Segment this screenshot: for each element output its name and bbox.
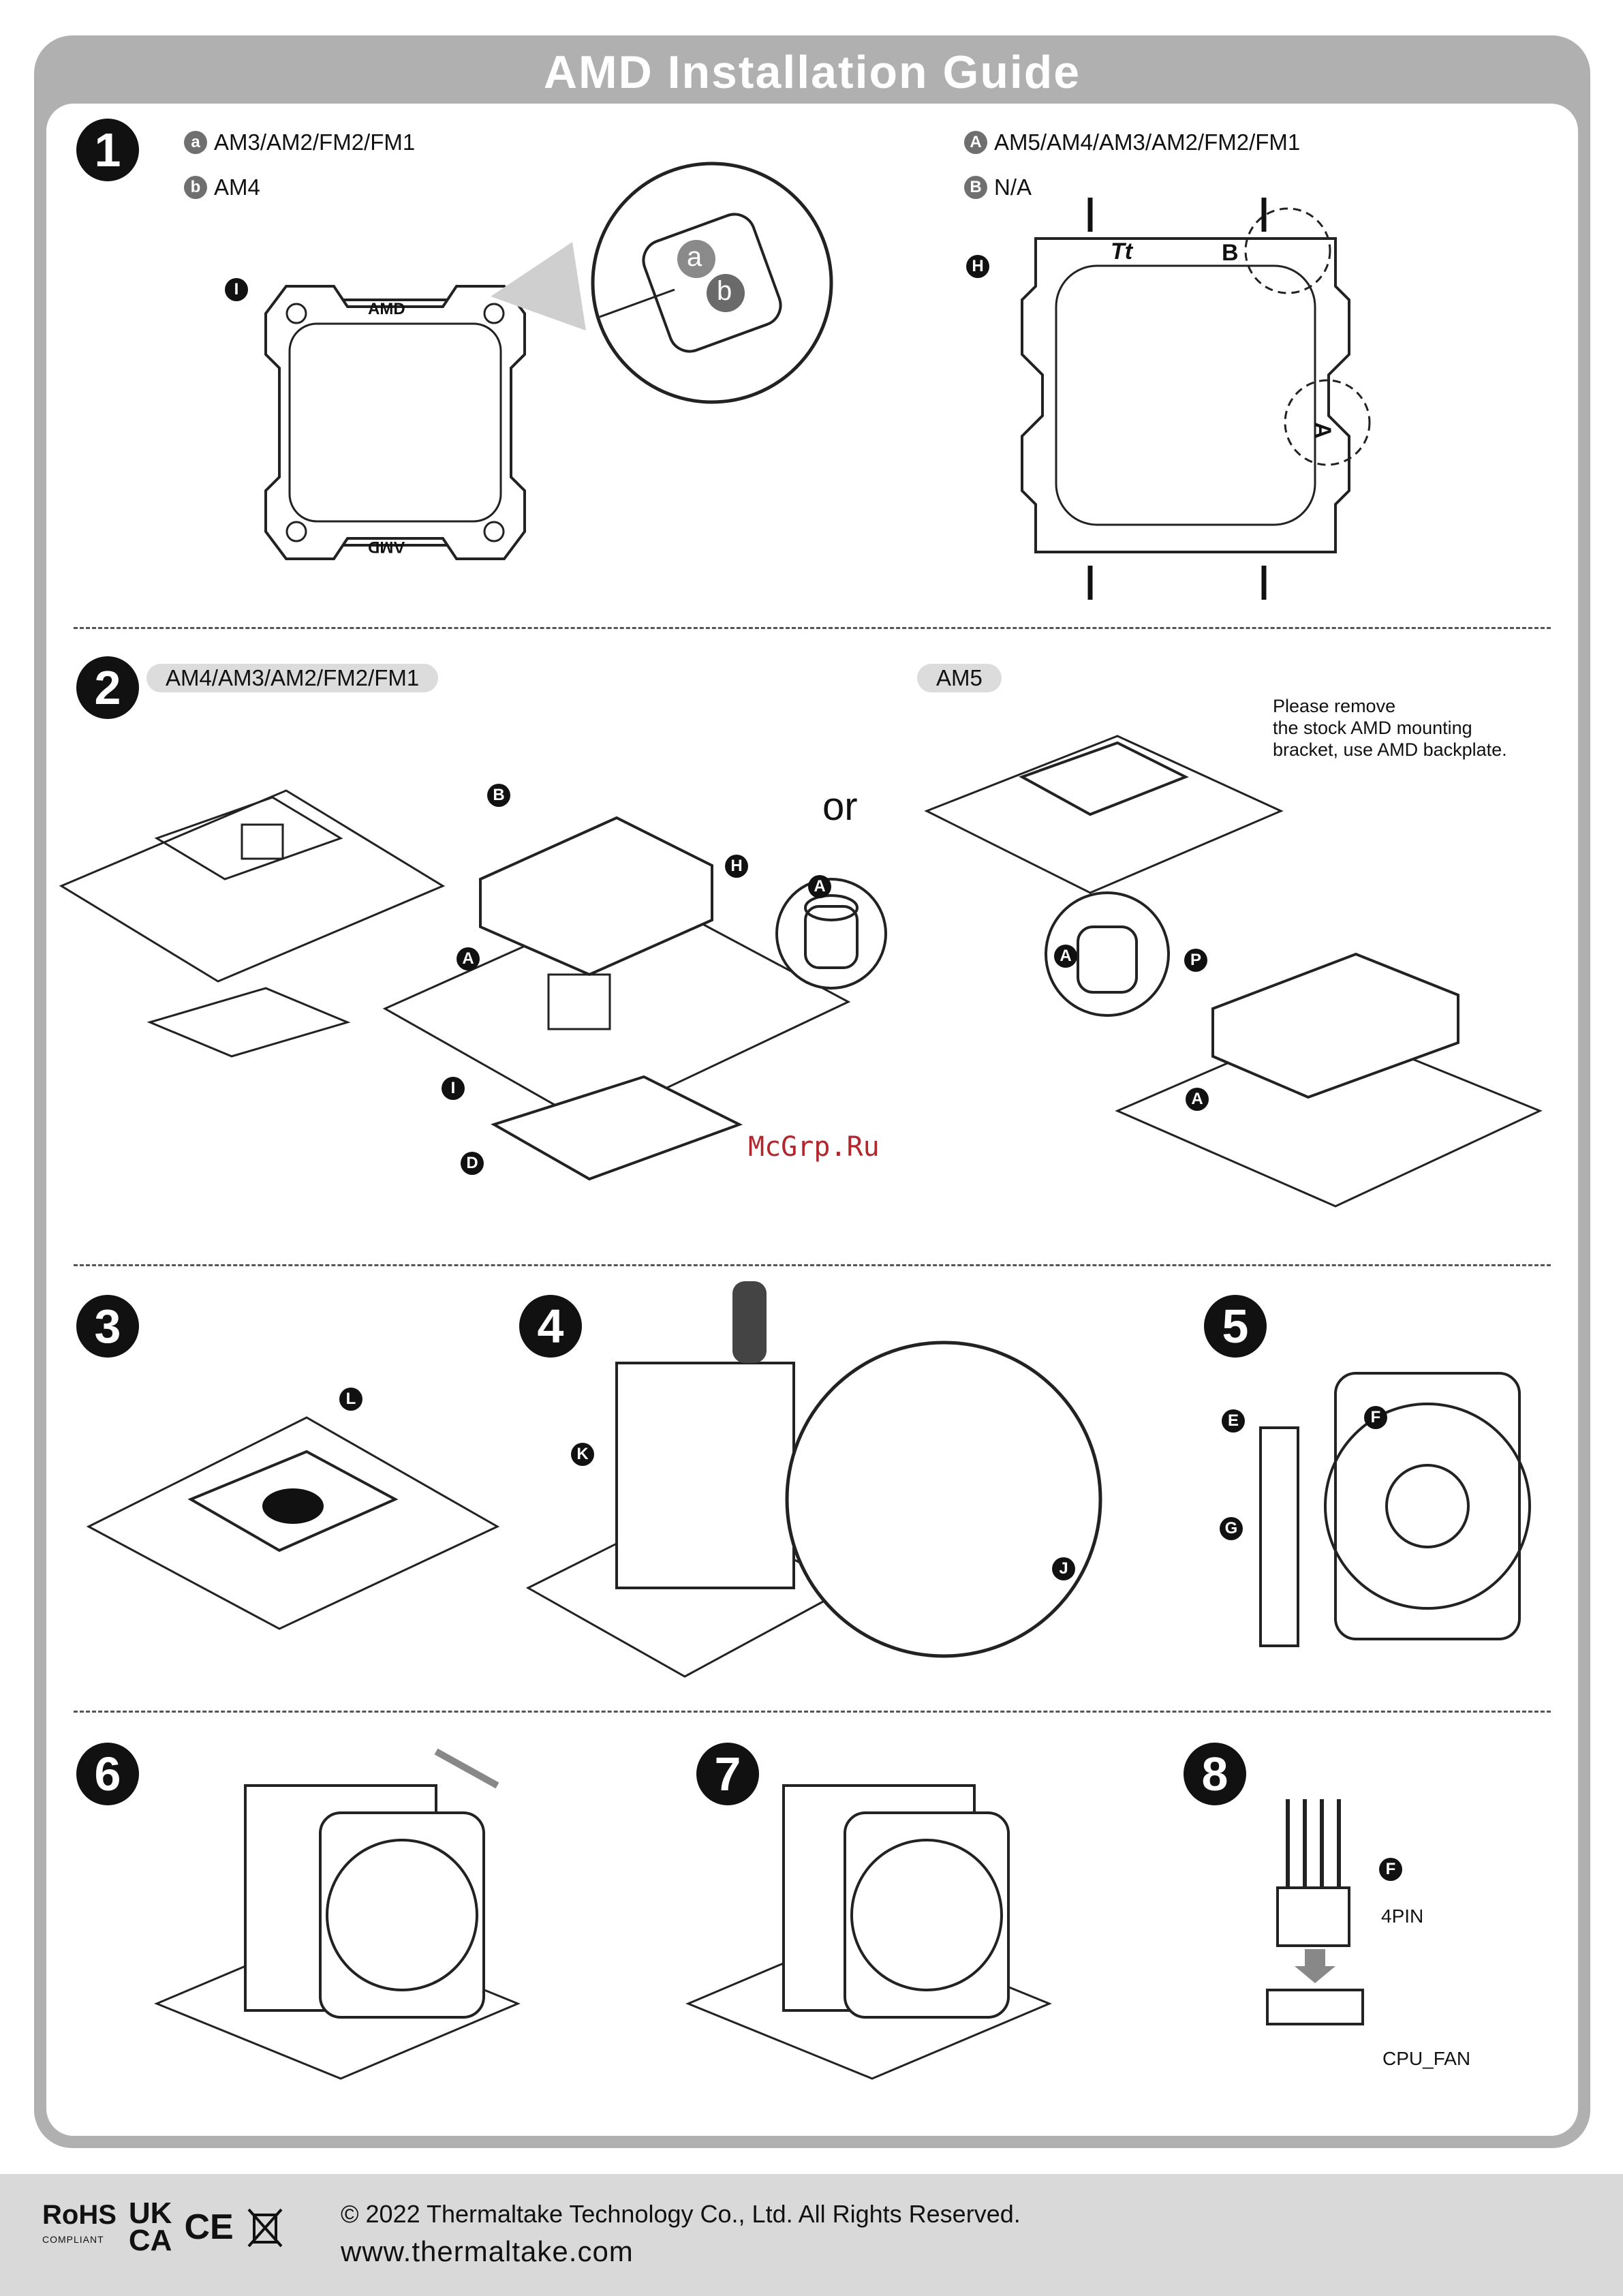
h-bracket-illustration (1021, 198, 1371, 600)
fan-clip-illustration (1259, 1372, 1531, 1647)
ukca-bottom: CA (128, 2224, 172, 2257)
zoom-label: a (687, 242, 702, 272)
backplate-note: Please remove the stock AMD mounting bra… (1273, 696, 1507, 760)
legend-item: A AM5/AM4/AM3/AM2/FM2/FM1 (964, 129, 1300, 155)
letter-badge: a (184, 131, 207, 154)
letter-badge: A (964, 131, 987, 154)
step-7-number: 7 (696, 1743, 759, 1805)
zoom-detail-illustration (491, 162, 833, 404)
bracket-label: AMD (368, 538, 405, 556)
callout-label: E (1222, 1409, 1245, 1433)
letter-badge: b (184, 176, 207, 199)
callout-label: P (1184, 949, 1207, 972)
am5-bracket-illustration (1045, 891, 1543, 1208)
legend-text: AM5/AM4/AM3/AM2/FM2/FM1 (994, 129, 1301, 155)
certification-marks: RoHS COMPLIANT UK CA CE (42, 2196, 284, 2257)
letter-badge: B (964, 176, 987, 199)
callout-label: L (339, 1388, 362, 1411)
callout-label: G (1220, 1517, 1243, 1540)
step-1-number: 1 (76, 119, 139, 181)
legend-text: AM4 (214, 174, 260, 200)
motherboard-removal-illustration (59, 789, 446, 1058)
callout-label: I (225, 278, 248, 301)
weee-bin-icon (247, 2208, 283, 2248)
fan-attach-illustration (154, 1748, 521, 2080)
callout-label: B (487, 784, 510, 807)
thermaltake-logo: Tt (1111, 239, 1133, 264)
section-divider (74, 627, 1551, 629)
step-3-number: 3 (76, 1295, 139, 1358)
callout-label: F (1364, 1406, 1387, 1429)
copyright-text: © 2022 Thermaltake Technology Co., Ltd. … (341, 2200, 1021, 2228)
rohs-mark: RoHS COMPLIANT (42, 2200, 117, 2252)
step-8-number: 8 (1184, 1743, 1246, 1805)
callout-label: D (461, 1152, 484, 1175)
step-5-number: 5 (1204, 1295, 1267, 1358)
step-6-number: 6 (76, 1743, 139, 1805)
socket-pill: AM4/AM3/AM2/FM2/FM1 (146, 664, 439, 692)
callout-label: A (808, 875, 831, 898)
legend-text: AM3/AM2/FM2/FM1 (214, 129, 416, 155)
header-label: CPU_FAN (1382, 2048, 1471, 2069)
callout-label: A (1054, 945, 1077, 968)
callout-label: A (457, 947, 480, 970)
fan-connector-illustration (1266, 1799, 1364, 2025)
legend-item: a AM3/AM2/FM2/FM1 (184, 129, 415, 155)
watermark: McGrp.Ru (748, 1131, 880, 1163)
dual-fan-illustration (685, 1784, 1052, 2080)
ukca-mark: UK CA (128, 2196, 172, 2257)
callout-label: H (966, 255, 989, 278)
bracket-install-illustration (382, 816, 851, 1181)
footer: RoHS COMPLIANT UK CA CE © 2022 Thermalta… (0, 2174, 1623, 2296)
section-divider (74, 1711, 1551, 1713)
area-label: B (1222, 240, 1239, 266)
callout-label: H (725, 855, 748, 878)
am5-socket-illustration (924, 735, 1284, 894)
ce-mark: CE (184, 2207, 234, 2247)
legend-item: B N/A (964, 174, 1032, 200)
standoff-zoom-illustration (775, 878, 887, 990)
amd-bracket-illustration (264, 285, 526, 560)
connector-label: 4PIN (1381, 1905, 1424, 1927)
step-4-number: 4 (519, 1295, 582, 1358)
legend-item: b AM4 (184, 174, 260, 200)
callout-label: F (1379, 1858, 1402, 1881)
callout-label: A (1186, 1088, 1209, 1111)
socket-pill: AM5 (917, 664, 1002, 692)
zoom-label: b (717, 276, 732, 306)
rohs-text: RoHS (42, 2200, 117, 2230)
callout-label: J (1052, 1557, 1075, 1580)
legend-text: N/A (994, 174, 1032, 200)
callout-label: K (571, 1443, 594, 1466)
or-text: or (822, 784, 858, 829)
section-divider (74, 1264, 1551, 1266)
thermal-paste-illustration (86, 1416, 500, 1630)
ukca-top: UK (128, 2196, 172, 2230)
rohs-sub: COMPLIANT (42, 2234, 104, 2245)
page-title: AMD Installation Guide (543, 46, 1081, 98)
step-2-number: 2 (76, 656, 139, 719)
bracket-label: AMD (368, 300, 405, 318)
area-label: A (1309, 422, 1335, 439)
website-link[interactable]: www.thermaltake.com (341, 2235, 634, 2267)
heatsink-install-illustration (525, 1281, 1102, 1678)
callout-label: I (442, 1077, 465, 1100)
